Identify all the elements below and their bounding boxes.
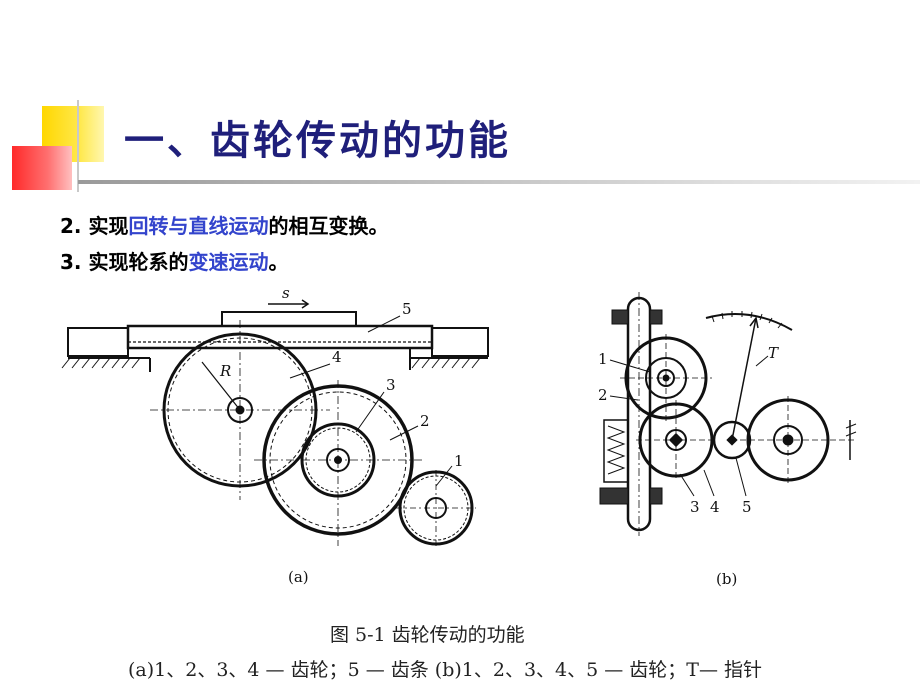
label-part-2: 2 (420, 412, 430, 430)
label-part-1: 1 (454, 452, 464, 470)
decor-red-square (12, 146, 72, 190)
bullet-item-prefix: 2. 实现 (60, 214, 129, 238)
label-part-3: 3 (386, 376, 396, 394)
bullet-item-3: 3. 实现轮系的变速运动。 (60, 246, 288, 275)
sub-label-b: (b) (716, 570, 737, 588)
figure-legend: (a)1、2、3、4 — 齿轮；5 — 齿条 (b)1、2、3、4、5 — 齿轮… (128, 659, 763, 681)
bullet-item-suffix: 的相互变换。 (268, 214, 389, 238)
label-r: R (219, 362, 231, 380)
figure-caption: 图 5-1 齿轮传动的功能 (330, 624, 525, 646)
title-underline (78, 180, 920, 184)
decor-vertical-rule (77, 100, 79, 192)
label-b-part-1: 1 (598, 350, 608, 368)
bullet-item-suffix: 。 (268, 250, 289, 274)
label-part-4: 4 (332, 348, 342, 366)
label-s: s (282, 284, 290, 302)
bullet-item-highlight: 变速运动 (188, 250, 269, 274)
figure-a (61, 299, 489, 548)
sub-label-a: (a) (288, 568, 309, 586)
label-b-part-5: 5 (742, 498, 752, 516)
label-b-part-4: 4 (710, 498, 720, 516)
label-part-5: 5 (402, 300, 412, 318)
slide-title: 一、齿轮传动的功能 (124, 118, 511, 164)
label-pointer-t: T (768, 344, 779, 362)
label-b-part-2: 2 (598, 386, 608, 404)
bullet-item-2: 2. 实现回转与直线运动的相互变换。 (60, 210, 388, 239)
label-b-part-3: 3 (690, 498, 700, 516)
figure-b (599, 292, 857, 536)
bullet-item-prefix: 3. 实现轮系的 (60, 250, 189, 274)
bullet-item-highlight: 回转与直线运动 (128, 214, 269, 238)
